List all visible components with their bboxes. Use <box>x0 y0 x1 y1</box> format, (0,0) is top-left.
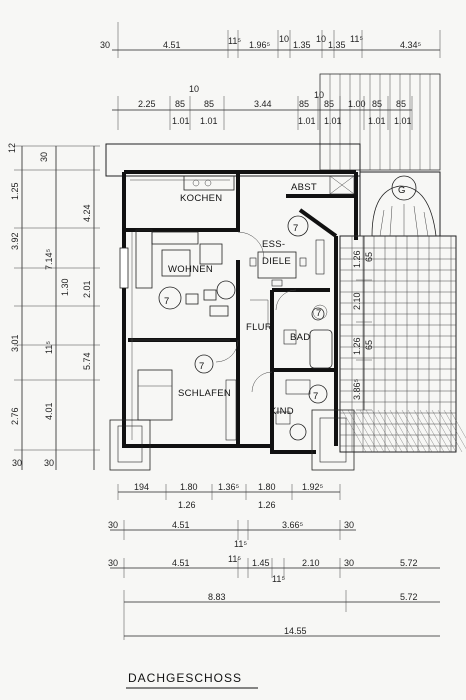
dim-bot-r2-1: 30 <box>108 520 118 530</box>
dim-top-6: 1.35 <box>293 40 311 50</box>
dim-top-4: 1.96⁵ <box>249 40 271 50</box>
room-wohnen: WOHNEN <box>168 264 213 275</box>
dim-top-sub-6: 1.01 <box>394 116 412 126</box>
dim-top-sub-1: 1.01 <box>172 116 190 126</box>
dim-right-3: 2.10 <box>352 292 362 310</box>
room-diele: DIELE <box>262 256 291 267</box>
room-ess: ESS- <box>262 239 285 250</box>
marker-wohnen: 7 <box>164 296 170 307</box>
dim-left-9: 30 <box>12 458 22 468</box>
dim-top-10: 4.34⁵ <box>400 40 422 50</box>
dim-bot-r2-4: 3.66⁵ <box>282 520 304 530</box>
dim-right-5: 65 <box>364 340 374 350</box>
dim-left-3: 1.25 <box>10 182 20 200</box>
dim-bot-r2-2: 4.51 <box>172 520 190 530</box>
dim-top-r2-head: 10 <box>189 84 199 94</box>
left-dimensions: 12 30 1.25 3.92 7.14⁵ 3.01 11⁵ 2.76 30 4… <box>7 143 100 470</box>
dim-top-sub-4: 1.01 <box>324 116 342 126</box>
dim-left-4: 3.92 <box>10 232 20 250</box>
dim-top-8: 1.35 <box>328 40 346 50</box>
furniture <box>135 175 355 441</box>
room-schlafen: SCHLAFEN <box>178 388 231 399</box>
dim-top-sub-2: 1.01 <box>200 116 218 126</box>
room-kind: KIND <box>270 406 294 417</box>
dim-left-5: 7.14⁵ <box>44 248 54 270</box>
room-bad: BAD <box>290 332 310 343</box>
dim-top-r2-1: 2.25 <box>138 99 156 109</box>
room-flur: FLUR <box>246 322 272 333</box>
dim-bot-r3-6: 2.10 <box>302 558 320 568</box>
dim-top-sub-5: 1.01 <box>368 116 386 126</box>
dim-mid-1: 4.24 <box>82 204 92 222</box>
dim-bot-r3-4: 1.45 <box>252 558 270 568</box>
dim-bot-r3-3: 11⁵ <box>228 554 241 564</box>
dim-top-r2-4: 3.44 <box>254 99 272 109</box>
dim-right-4: 1.26 <box>352 337 362 355</box>
dim-bot-sub-2: 1.26 <box>258 500 276 510</box>
dim-left-2: 30 <box>39 152 49 162</box>
dim-right-6: 3.86⁵ <box>352 378 362 400</box>
plan-title: DACHGESCHOSS <box>126 671 258 689</box>
marker-bad: 7 <box>316 308 322 319</box>
dim-top-3: 11⁵ <box>228 36 241 46</box>
dim-mid-6: 30 <box>44 458 54 468</box>
dim-bot-2: 1.80 <box>180 482 198 492</box>
dim-mid-2: 2.01 <box>82 280 92 298</box>
marker-schlafen: 7 <box>199 361 205 372</box>
dim-top-r2-6: 10 <box>314 90 324 100</box>
room-kochen: KOCHEN <box>180 193 222 204</box>
dim-bot-r3-1: 30 <box>108 558 118 568</box>
dim-top-r2-7: 85 <box>324 99 334 109</box>
bottom-dimensions: 194 1.80 1.36⁵ 1.80 1.92⁵ 1.26 1.26 30 4… <box>108 482 440 640</box>
dim-top-5: 10 <box>279 34 289 44</box>
dim-top-r2-9: 85 <box>372 99 382 109</box>
room-labels: KOCHEN ABST ESS- DIELE WOHNEN FLUR BAD S… <box>168 182 317 417</box>
dim-right-2: 65 <box>364 252 374 262</box>
dim-bot-sub-1: 1.26 <box>178 500 196 510</box>
marker-kind: 7 <box>313 391 319 402</box>
dim-bot-r5-1: 14.55 <box>284 626 307 636</box>
dim-bot-4: 1.80 <box>258 482 276 492</box>
dim-top-7: 10 <box>316 34 326 44</box>
dim-left-1: 12 <box>7 143 17 153</box>
dim-bot-r4-2: 5.72 <box>400 592 418 602</box>
staircase <box>359 171 441 237</box>
dim-bot-3: 1.36⁵ <box>218 482 240 492</box>
dim-left-6: 3.01 <box>10 334 20 352</box>
dim-bot-r3-8: 5.72 <box>400 558 418 568</box>
dim-left-8: 2.76 <box>10 407 20 425</box>
dim-top-9: 11⁵ <box>350 34 363 44</box>
dim-top-r2-3: 85 <box>204 99 214 109</box>
dim-top-r2-2: 85 <box>175 99 185 109</box>
dim-bot-r2-3: 11⁵ <box>234 539 247 549</box>
dim-top-r2-5: 85 <box>299 99 309 109</box>
dim-mid-3: 1.30 <box>60 278 70 296</box>
building-walls <box>105 143 361 471</box>
circle-markers: 7 7 7 7 7 G <box>158 175 417 404</box>
marker-stair: G <box>398 185 406 196</box>
dim-right-1: 1.26 <box>352 250 362 268</box>
dim-top-1: 30 <box>100 40 110 50</box>
dim-bot-r2-5: 30 <box>344 520 354 530</box>
dim-top-2: 4.51 <box>163 40 181 50</box>
dim-mid-4: 5.74 <box>82 352 92 370</box>
top-dimensions: 30 4.51 11⁵ 1.96⁵ 10 1.35 10 1.35 11⁵ 4.… <box>100 22 441 130</box>
dim-top-r2-8: 1.00 <box>348 99 366 109</box>
dim-bot-r3-7: 30 <box>344 558 354 568</box>
dim-bot-5: 1.92⁵ <box>302 482 324 492</box>
room-abst: ABST <box>291 182 317 193</box>
dim-bot-1: 194 <box>134 482 149 492</box>
right-dimensions: 1.26 65 2.10 1.26 65 3.86⁵ <box>352 235 374 411</box>
dim-bot-r3-2: 4.51 <box>172 558 190 568</box>
dim-mid-5: 4.01 <box>44 402 54 420</box>
dim-bot-r4-1: 8.83 <box>208 592 226 602</box>
dim-top-r2-10: 85 <box>396 99 406 109</box>
dim-left-7: 11⁵ <box>44 341 54 354</box>
dim-bot-r3-5: 11⁵ <box>272 574 285 584</box>
dim-top-sub-3: 1.01 <box>298 116 316 126</box>
plan-title-text: DACHGESCHOSS <box>128 671 242 685</box>
marker-essdiele: 7 <box>293 223 299 234</box>
